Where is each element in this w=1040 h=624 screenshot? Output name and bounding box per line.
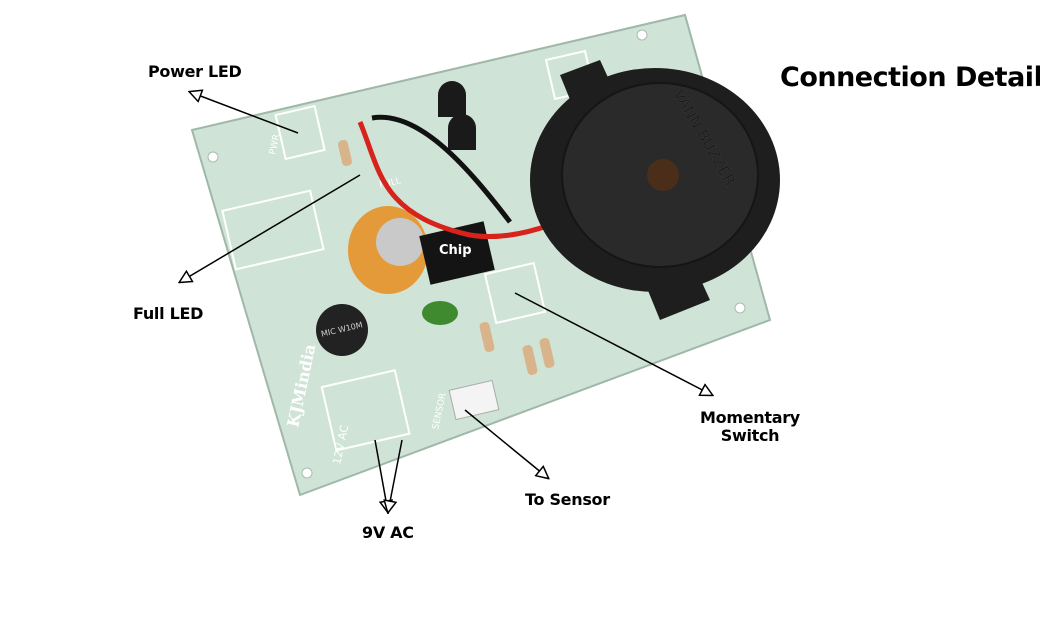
arrow-full-led	[180, 174, 361, 282]
sensor-connector	[448, 379, 500, 421]
page-title: Connection Details	[780, 62, 1040, 93]
callout-to-sensor: To Sensor	[525, 490, 610, 509]
arrow-ac-2	[388, 439, 403, 512]
ceramic-capacitor	[422, 301, 458, 325]
resistor	[338, 140, 352, 166]
callout-momentary-switch-line1: Momentary	[700, 408, 800, 427]
resistor	[522, 345, 538, 375]
electrolytic-capacitor	[348, 206, 428, 294]
wire-red	[357, 121, 551, 240]
mount-hole	[636, 29, 648, 41]
mount-hole	[301, 467, 313, 479]
arrow-power-led	[190, 92, 299, 134]
wire-black	[371, 114, 512, 224]
mount-hole	[734, 302, 746, 314]
arrow-momentary-switch	[514, 292, 712, 395]
arrow-to-sensor	[464, 409, 548, 478]
bridge-rectifier: MIC W10M	[316, 304, 368, 356]
mount-hole	[207, 151, 219, 163]
resistors	[338, 140, 555, 375]
callout-power-led: Power LED	[148, 62, 242, 81]
callout-momentary-switch: Momentary Switch	[700, 409, 800, 445]
buzzer: VANN BUZZER	[530, 60, 780, 320]
callout-arrows	[180, 92, 712, 512]
transistors	[438, 81, 476, 150]
pwr-silkscreen: PWR	[268, 133, 282, 155]
resistor	[479, 322, 495, 352]
callout-ac-input: 9V AC	[362, 523, 414, 542]
chip-label: Chip	[439, 243, 472, 258]
callout-momentary-switch-line2: Switch	[720, 426, 780, 445]
callout-full-led: Full LED	[133, 304, 204, 323]
resistor	[539, 338, 555, 368]
